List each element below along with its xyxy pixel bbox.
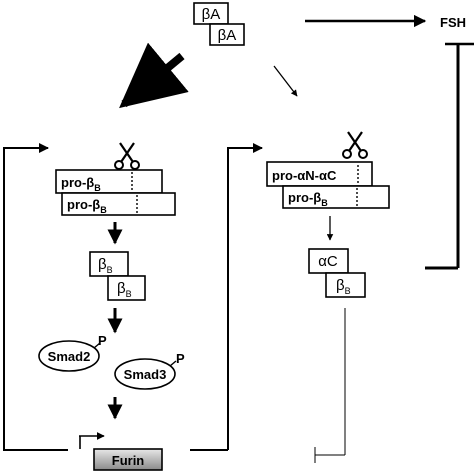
furin-gene: Furin (79, 432, 163, 471)
fsh-label: FSH (440, 15, 466, 30)
left-pro-beta-label-2: pro-βB (67, 197, 107, 215)
left-beta-b-label-2: βB (117, 280, 132, 299)
beta-a-dimer: βA βA (193, 2, 245, 46)
smad2-phospho: P (98, 333, 107, 348)
right-beta-b-label: βB (336, 277, 351, 296)
smad3-label: Smad3 (124, 367, 167, 382)
right-pro-alpha-label: pro-αN-αC (272, 168, 337, 183)
smad2-label: Smad2 (48, 349, 91, 364)
left-pro-beta-dimer: pro-βB pro-βB (55, 169, 176, 216)
alpha-c-label: αC (318, 253, 338, 270)
scissors-icon (342, 131, 368, 159)
scissors-icon (114, 142, 140, 170)
right-pro-inhibin-dimer: pro-αN-αC pro-βB (266, 161, 390, 209)
furin-label: Furin (112, 453, 145, 468)
major-arrow-left (119, 42, 189, 109)
minor-arrow-right (273, 65, 298, 97)
beta-a-label-2: βA (218, 27, 237, 44)
smad3-phospho: P (176, 351, 185, 366)
right-pro-beta-label: pro-βB (288, 190, 328, 208)
middle-feedback-loop (190, 143, 263, 451)
beta-a-label-1: βA (202, 6, 221, 23)
left-beta-b-dimer: βB βB (89, 251, 146, 301)
fsh-feedback-bracket (425, 42, 474, 270)
left-feedback-loop (3, 143, 68, 451)
left-beta-b-label-1: βB (98, 256, 113, 275)
inhibin-dimer: αC βB (308, 248, 366, 298)
left-pro-beta-label-1: pro-βB (61, 175, 101, 193)
smad2-node: Smad2 P (38, 333, 107, 372)
inhibin-inhibition-line (314, 308, 346, 463)
smad3-node: Smad3 P (114, 351, 185, 390)
